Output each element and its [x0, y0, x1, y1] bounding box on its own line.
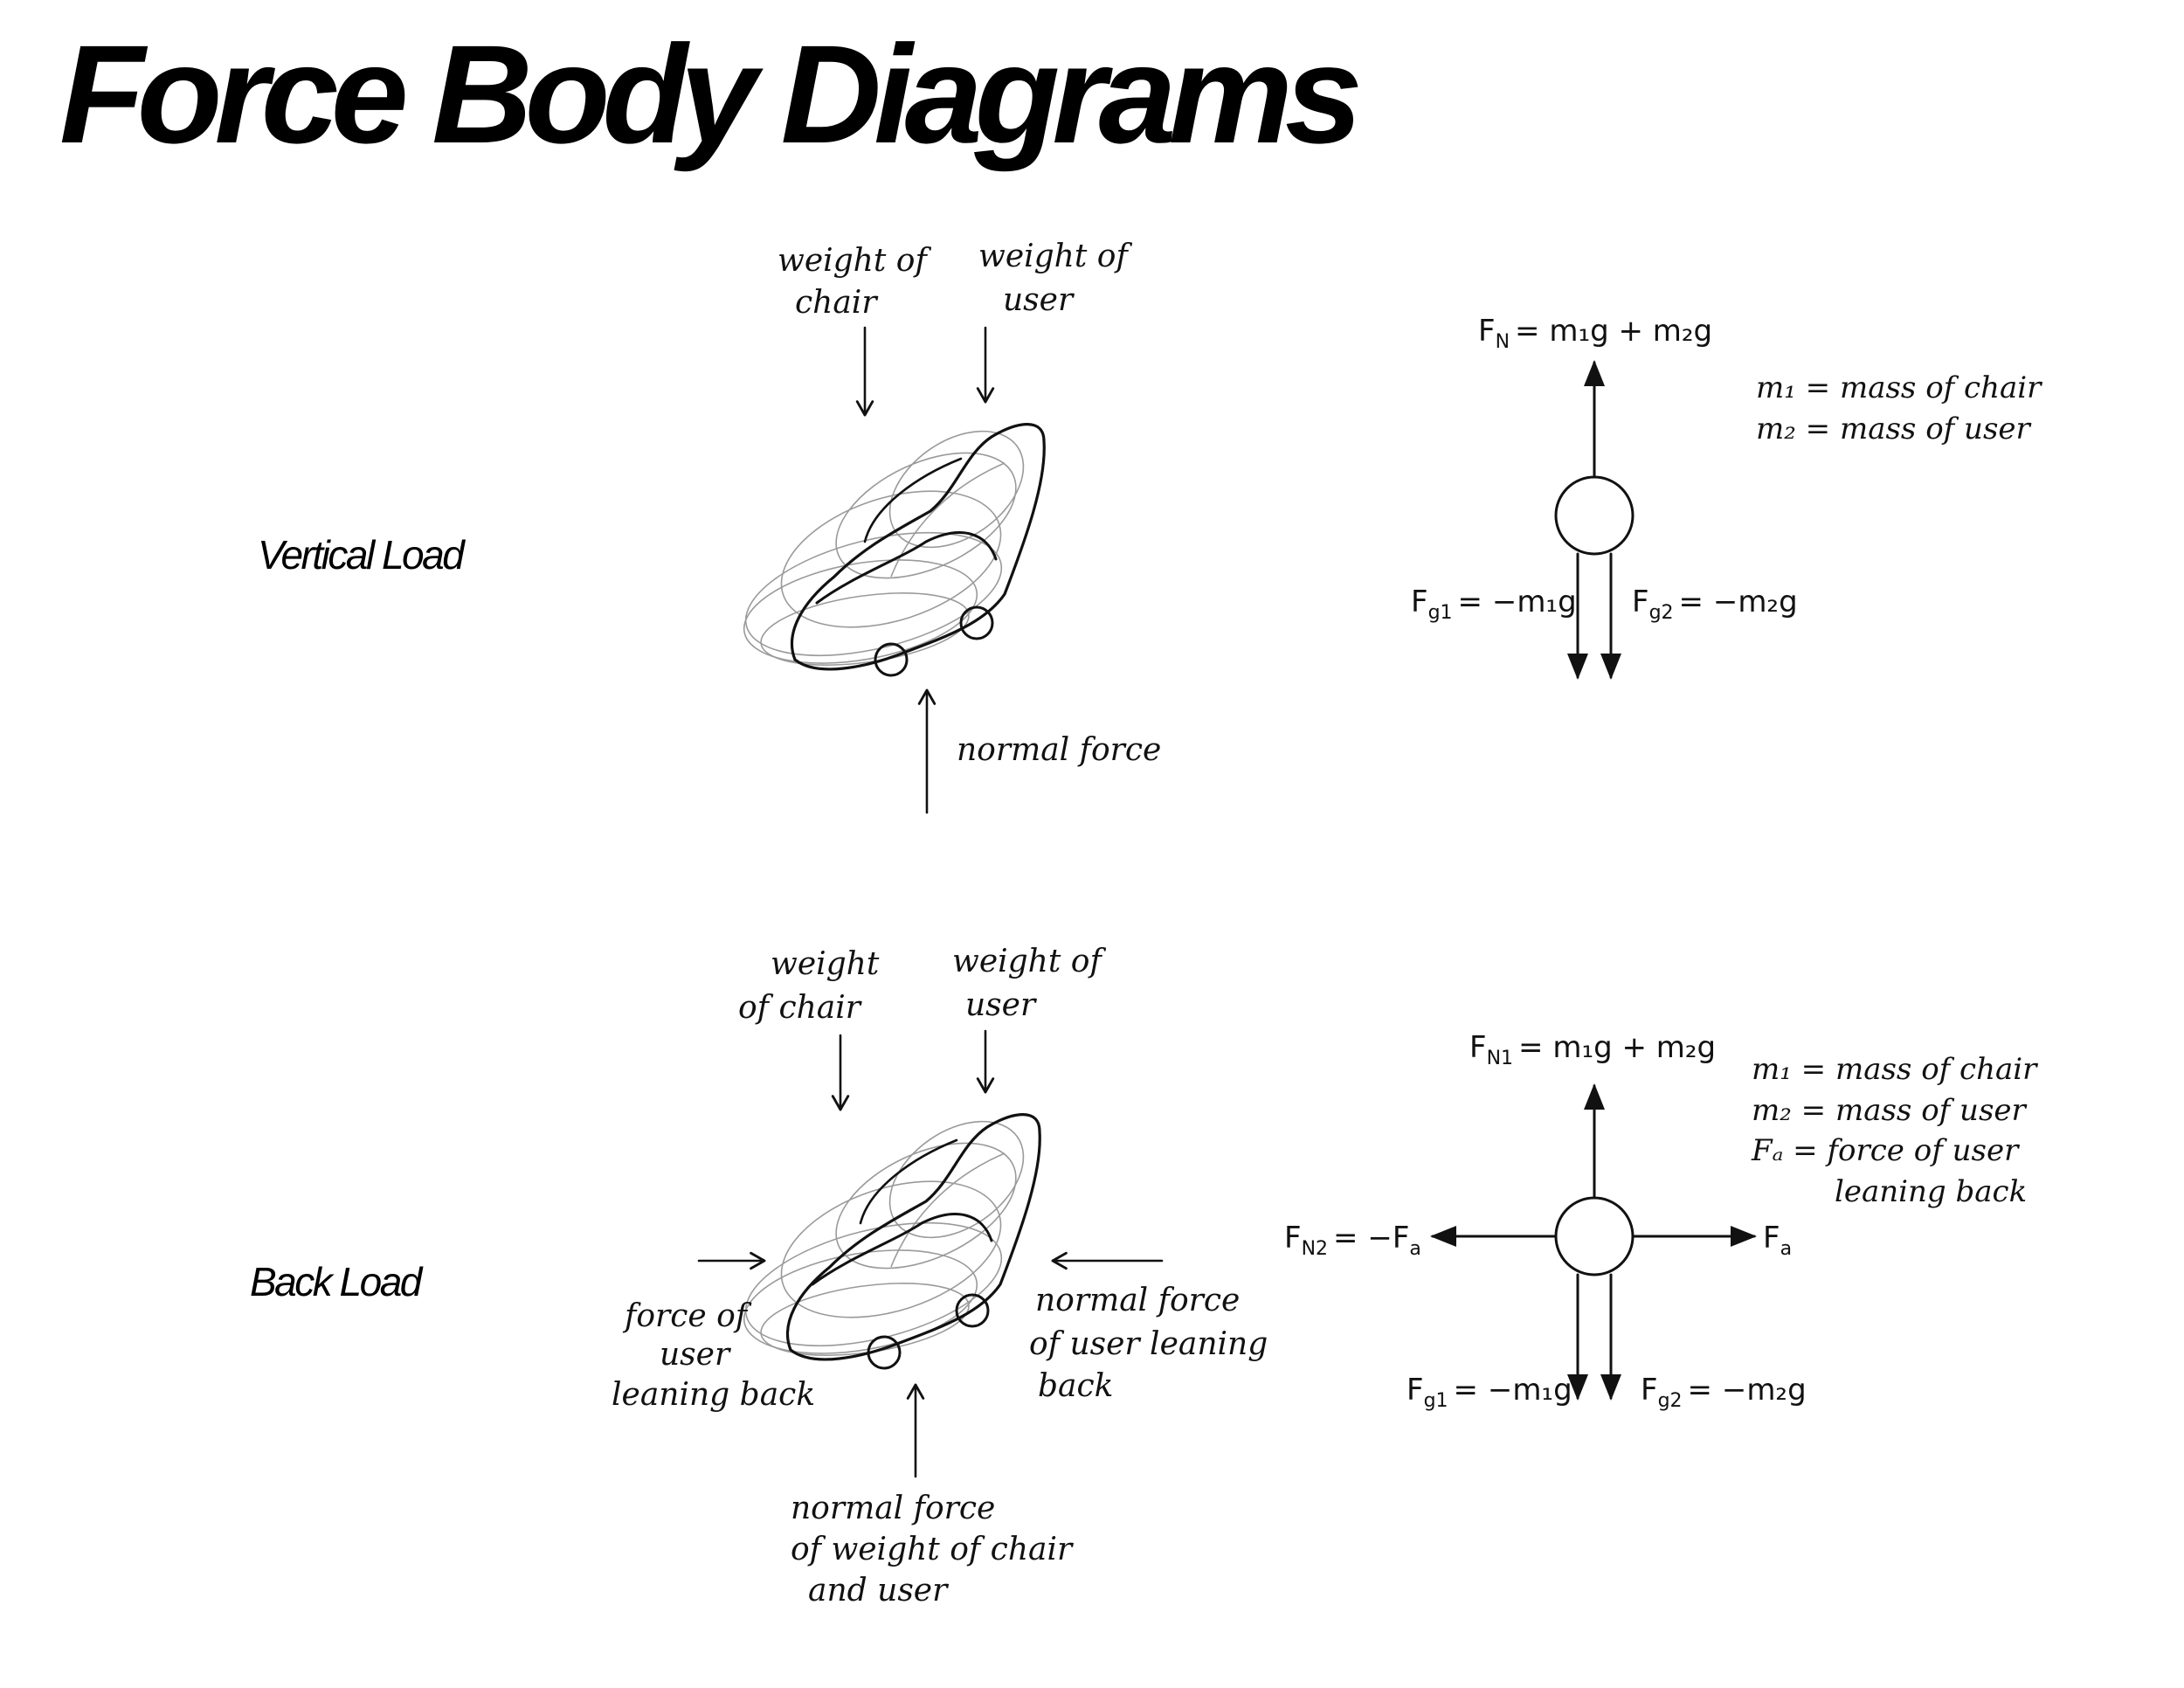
- vertical-normal-force-label: normal force: [957, 732, 1161, 768]
- back-weight-user-label: weight of user: [952, 944, 1106, 1023]
- chair-back-edge-back: [859, 1138, 958, 1225]
- vertical-fbd-fg2-label: Fg2= −m₂g: [1632, 585, 1798, 624]
- svg-text:of user leaning: of user leaning: [1029, 1326, 1268, 1362]
- back-fbd-fg1-label: Fg1= −m₁g: [1406, 1373, 1572, 1412]
- vertical-legend: m₁ = mass of chair m₂ = mass of user: [1756, 370, 2042, 446]
- back-fbd-fg2-label: Fg2= −m₂g: [1641, 1373, 1807, 1412]
- back-fbd-body: [1554, 1196, 1635, 1276]
- svg-text:leaning back: leaning back: [1835, 1174, 2027, 1209]
- svg-text:and user: and user: [808, 1573, 949, 1608]
- svg-text:user: user: [965, 987, 1037, 1023]
- svg-text:leaning back: leaning back: [612, 1377, 815, 1413]
- svg-text:user: user: [660, 1337, 731, 1373]
- vertical-fbd-body: [1554, 475, 1635, 556]
- back-chair-sketch: [743, 1113, 1041, 1370]
- vertical-load-label: Vertical Load: [258, 532, 465, 578]
- chair-outline-back: [785, 1113, 1041, 1361]
- svg-text:normal force: normal force: [791, 1491, 995, 1526]
- svg-text:force of: force of: [622, 1298, 752, 1334]
- vertical-weight-chair-label: weight of chair: [778, 243, 931, 321]
- chair-back-edge: [863, 457, 963, 543]
- svg-text:of chair: of chair: [738, 990, 862, 1026]
- chair-sketch-lines-back: [743, 1120, 1025, 1356]
- svg-text:weight of: weight of: [952, 944, 1106, 979]
- back-normal-weight-label: normal force of weight of chair and user: [791, 1491, 1074, 1608]
- chair-outline: [790, 423, 1046, 671]
- back-fbd-fn2-label: FN2= −Fa: [1284, 1221, 1421, 1260]
- svg-text:weight: weight: [771, 946, 880, 982]
- back-force-user-label: force of user leaning back: [612, 1298, 815, 1413]
- svg-text:chair: chair: [795, 285, 878, 321]
- vertical-fbd: FN= m₁g + m₂g Fg1= −m₁g Fg2= −m₂g: [1411, 314, 1798, 680]
- svg-text:m₂ = mass of user: m₂ = mass of user: [1752, 1093, 2028, 1128]
- back-fbd: FN1= m₁g + m₂g FN2= −Fa Fa Fg1= −m₁g Fg2…: [1284, 1030, 1807, 1412]
- svg-text:weight of: weight of: [978, 239, 1132, 274]
- svg-text:normal force: normal force: [1035, 1283, 1240, 1318]
- vertical-weight-user-label: weight of user: [978, 239, 1132, 318]
- svg-text:m₁ = mass of chair: m₁ = mass of chair: [1756, 370, 2042, 405]
- chair-wheel-right-back: [955, 1293, 990, 1328]
- svg-text:user: user: [1003, 282, 1075, 318]
- back-fbd-fa-label: Fa: [1763, 1221, 1792, 1260]
- chair-seat-edge: [815, 531, 998, 605]
- svg-text:of weight of chair: of weight of chair: [791, 1532, 1074, 1567]
- vertical-fbd-fg1-label: Fg1= −m₁g: [1411, 585, 1577, 624]
- chair-wheel-left: [874, 642, 909, 677]
- svg-text:back: back: [1038, 1368, 1113, 1404]
- svg-text:weight of: weight of: [778, 243, 931, 279]
- back-load-label: Back Load: [250, 1259, 422, 1304]
- back-legend: m₁ = mass of chair m₂ = mass of user Fₐ …: [1751, 1052, 2038, 1209]
- svg-text:m₁ = mass of chair: m₁ = mass of chair: [1752, 1052, 2038, 1087]
- vertical-chair-sketch: [743, 423, 1046, 677]
- page-title: Force Body Diagrams: [59, 16, 1363, 172]
- back-normal-leaning-label: normal force of user leaning back: [1029, 1283, 1268, 1404]
- chair-wheel-left-back: [867, 1335, 902, 1370]
- back-weight-chair-label: weight of chair: [738, 946, 880, 1026]
- svg-text:m₂ = mass of user: m₂ = mass of user: [1756, 412, 2032, 446]
- svg-text:Fₐ = force of user: Fₐ = force of user: [1751, 1133, 2020, 1168]
- chair-sketch-lines: [743, 430, 1025, 666]
- chair-seat-edge-back: [811, 1213, 993, 1286]
- chair-wheel-right: [959, 605, 994, 640]
- back-fbd-fn1-label: FN1= m₁g + m₂g: [1469, 1030, 1716, 1069]
- vertical-fbd-fn-label: FN= m₁g + m₂g: [1478, 314, 1712, 353]
